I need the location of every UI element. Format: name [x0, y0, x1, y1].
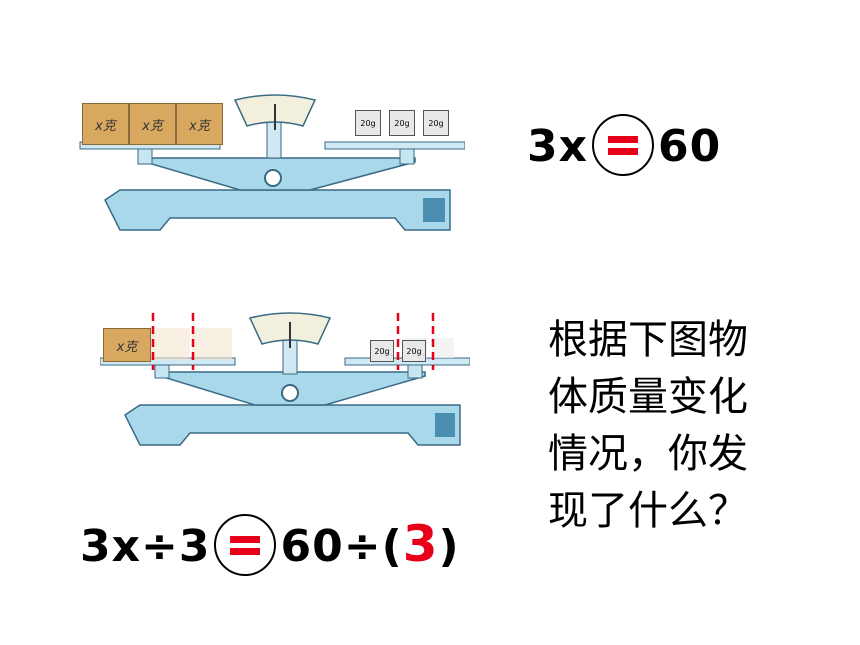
equals-circle-icon: [592, 114, 654, 176]
equation-2: 3x÷3 60÷(3): [80, 514, 460, 580]
equation-1: 3x 60: [527, 114, 722, 180]
weight-block: x克: [103, 328, 151, 362]
equation-1-right: 60: [658, 121, 722, 172]
question-line: 情况，你发: [548, 431, 748, 477]
equation-2-answer: 3: [402, 515, 439, 573]
gram-weight: 20g: [389, 110, 415, 136]
question-line: 现了什么？: [548, 488, 748, 534]
weight-block: x克: [129, 103, 176, 145]
equation-2-right-b: ): [438, 521, 460, 572]
equation-2-right-a: 60÷(: [280, 521, 403, 572]
weight-block: x克: [82, 103, 129, 145]
equation-1-left: 3x: [527, 121, 588, 172]
question-line: 根据下图物: [548, 317, 748, 363]
bottom-right-weights: 20g 20g: [370, 340, 426, 362]
equals-circle-icon: [214, 514, 277, 576]
top-right-weights: 20g 20g 20g: [355, 110, 449, 136]
gram-weight: 20g: [370, 340, 394, 362]
gram-weight: 20g: [423, 110, 449, 136]
gram-weight: 20g: [355, 110, 381, 136]
bottom-left-blocks: x克: [103, 328, 151, 362]
weight-block: x克: [176, 103, 223, 145]
balance-scale-top: [79, 94, 465, 231]
gram-weight: 20g: [402, 340, 426, 362]
balance-scale-bottom: [100, 310, 470, 446]
question-text: 根据下图物 体质量变化 情况，你发 现了什么？: [548, 312, 808, 540]
equation-2-left: 3x÷3: [80, 521, 211, 572]
question-line: 体质量变化: [548, 374, 748, 420]
top-left-blocks: x克 x克 x克: [82, 103, 223, 145]
